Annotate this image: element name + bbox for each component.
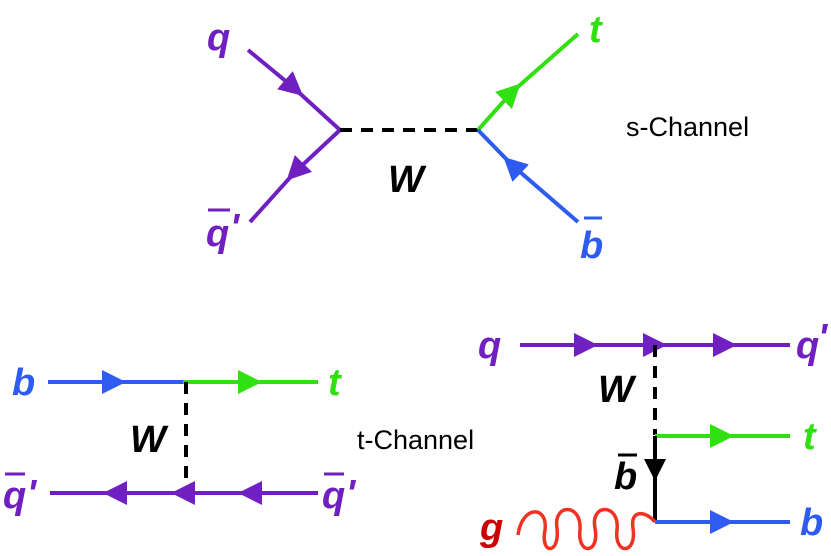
s-quark-line-in <box>246 48 342 132</box>
s-label-qbar: q <box>206 213 229 255</box>
t-right-label-w: W <box>598 369 637 411</box>
t-left-label-qbar-right: q <box>322 475 345 517</box>
s-label-q: q <box>207 17 230 59</box>
t-right-label-q: q <box>478 325 501 367</box>
t-right-label-g: g <box>479 507 503 549</box>
t-left-label-b: b <box>12 362 35 404</box>
t-left-label-qbar-right-prime: ' <box>346 473 357 515</box>
s-channel-caption: s-Channel <box>626 112 749 142</box>
s-antiquark-line <box>248 128 342 224</box>
t-right-label-t: t <box>803 416 817 458</box>
s-bbar-line <box>476 128 580 224</box>
t-left-label-t: t <box>328 362 342 404</box>
t-channel-caption: t-Channel <box>357 425 474 455</box>
t-left-label-qbar: q <box>3 475 26 517</box>
s-label-w: W <box>388 159 427 201</box>
t-right-label-bbar: b <box>614 456 637 498</box>
t-left-label-qbar-prime: ' <box>27 473 38 515</box>
s-channel-diagram: q q ' W t b s-Channel <box>206 9 749 267</box>
s-label-t: t <box>589 9 603 51</box>
t-right-label-q-out-prime: ' <box>818 317 829 359</box>
t-right-label-q-out: q <box>796 325 819 367</box>
t-channel-right-diagram: q q ' W t b g b <box>478 317 829 551</box>
t-left-label-w: W <box>130 419 169 461</box>
t-right-gluon-line <box>516 507 657 551</box>
s-top-line <box>476 32 580 132</box>
t-channel-left-diagram: b t W q ' q ' <box>3 362 357 517</box>
t-right-label-b: b <box>800 502 823 544</box>
s-label-bbar: b <box>580 225 603 267</box>
s-label-qbar-prime: ' <box>230 207 241 249</box>
